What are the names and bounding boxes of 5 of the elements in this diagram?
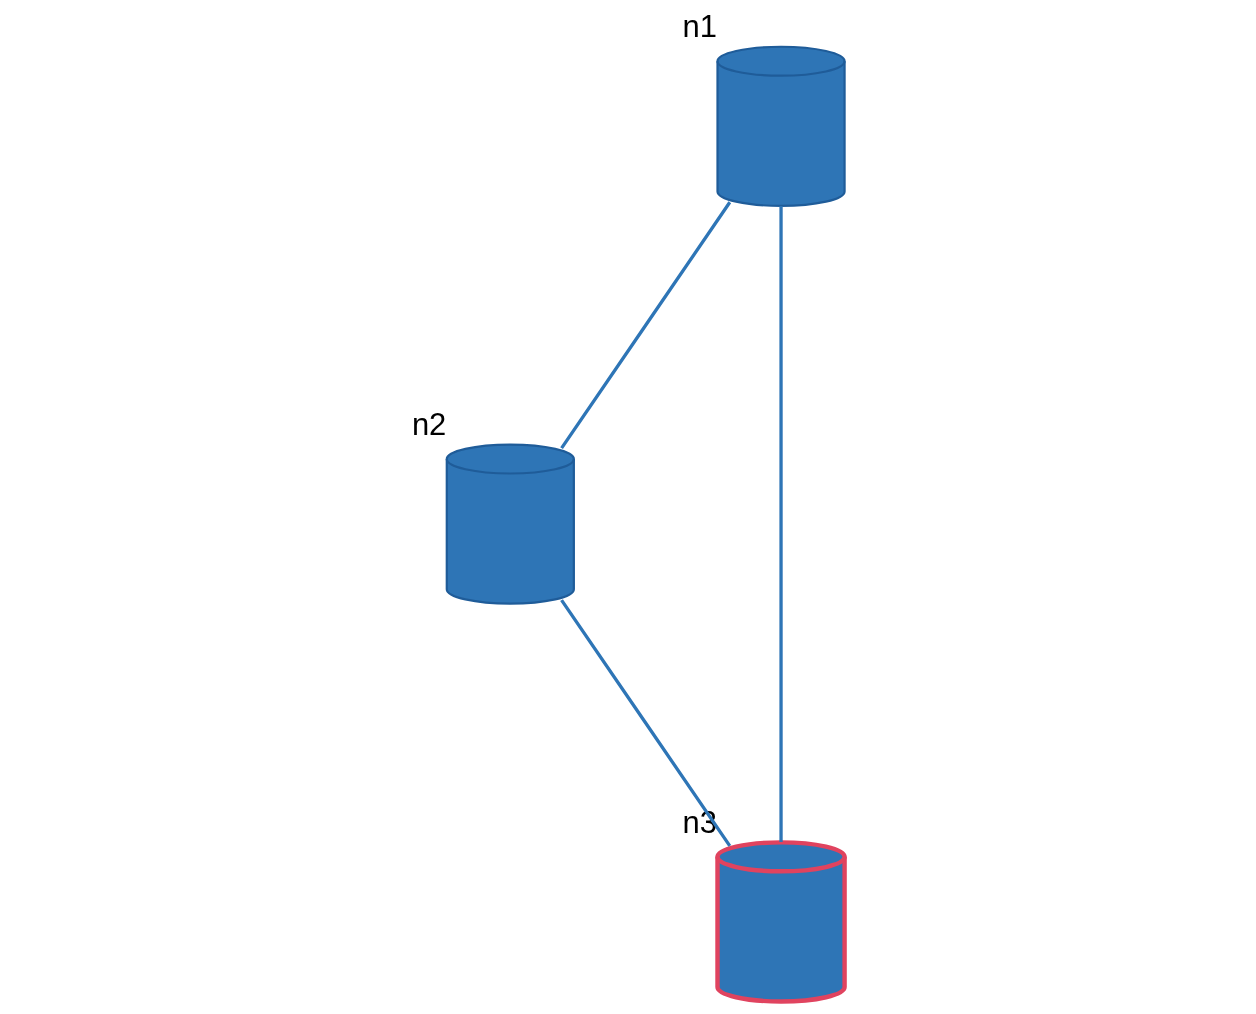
connector [560,201,732,450]
connector [779,206,783,843]
node-label: n2 [411,407,447,443]
node-label: n1 [682,9,718,45]
connector [560,599,732,847]
